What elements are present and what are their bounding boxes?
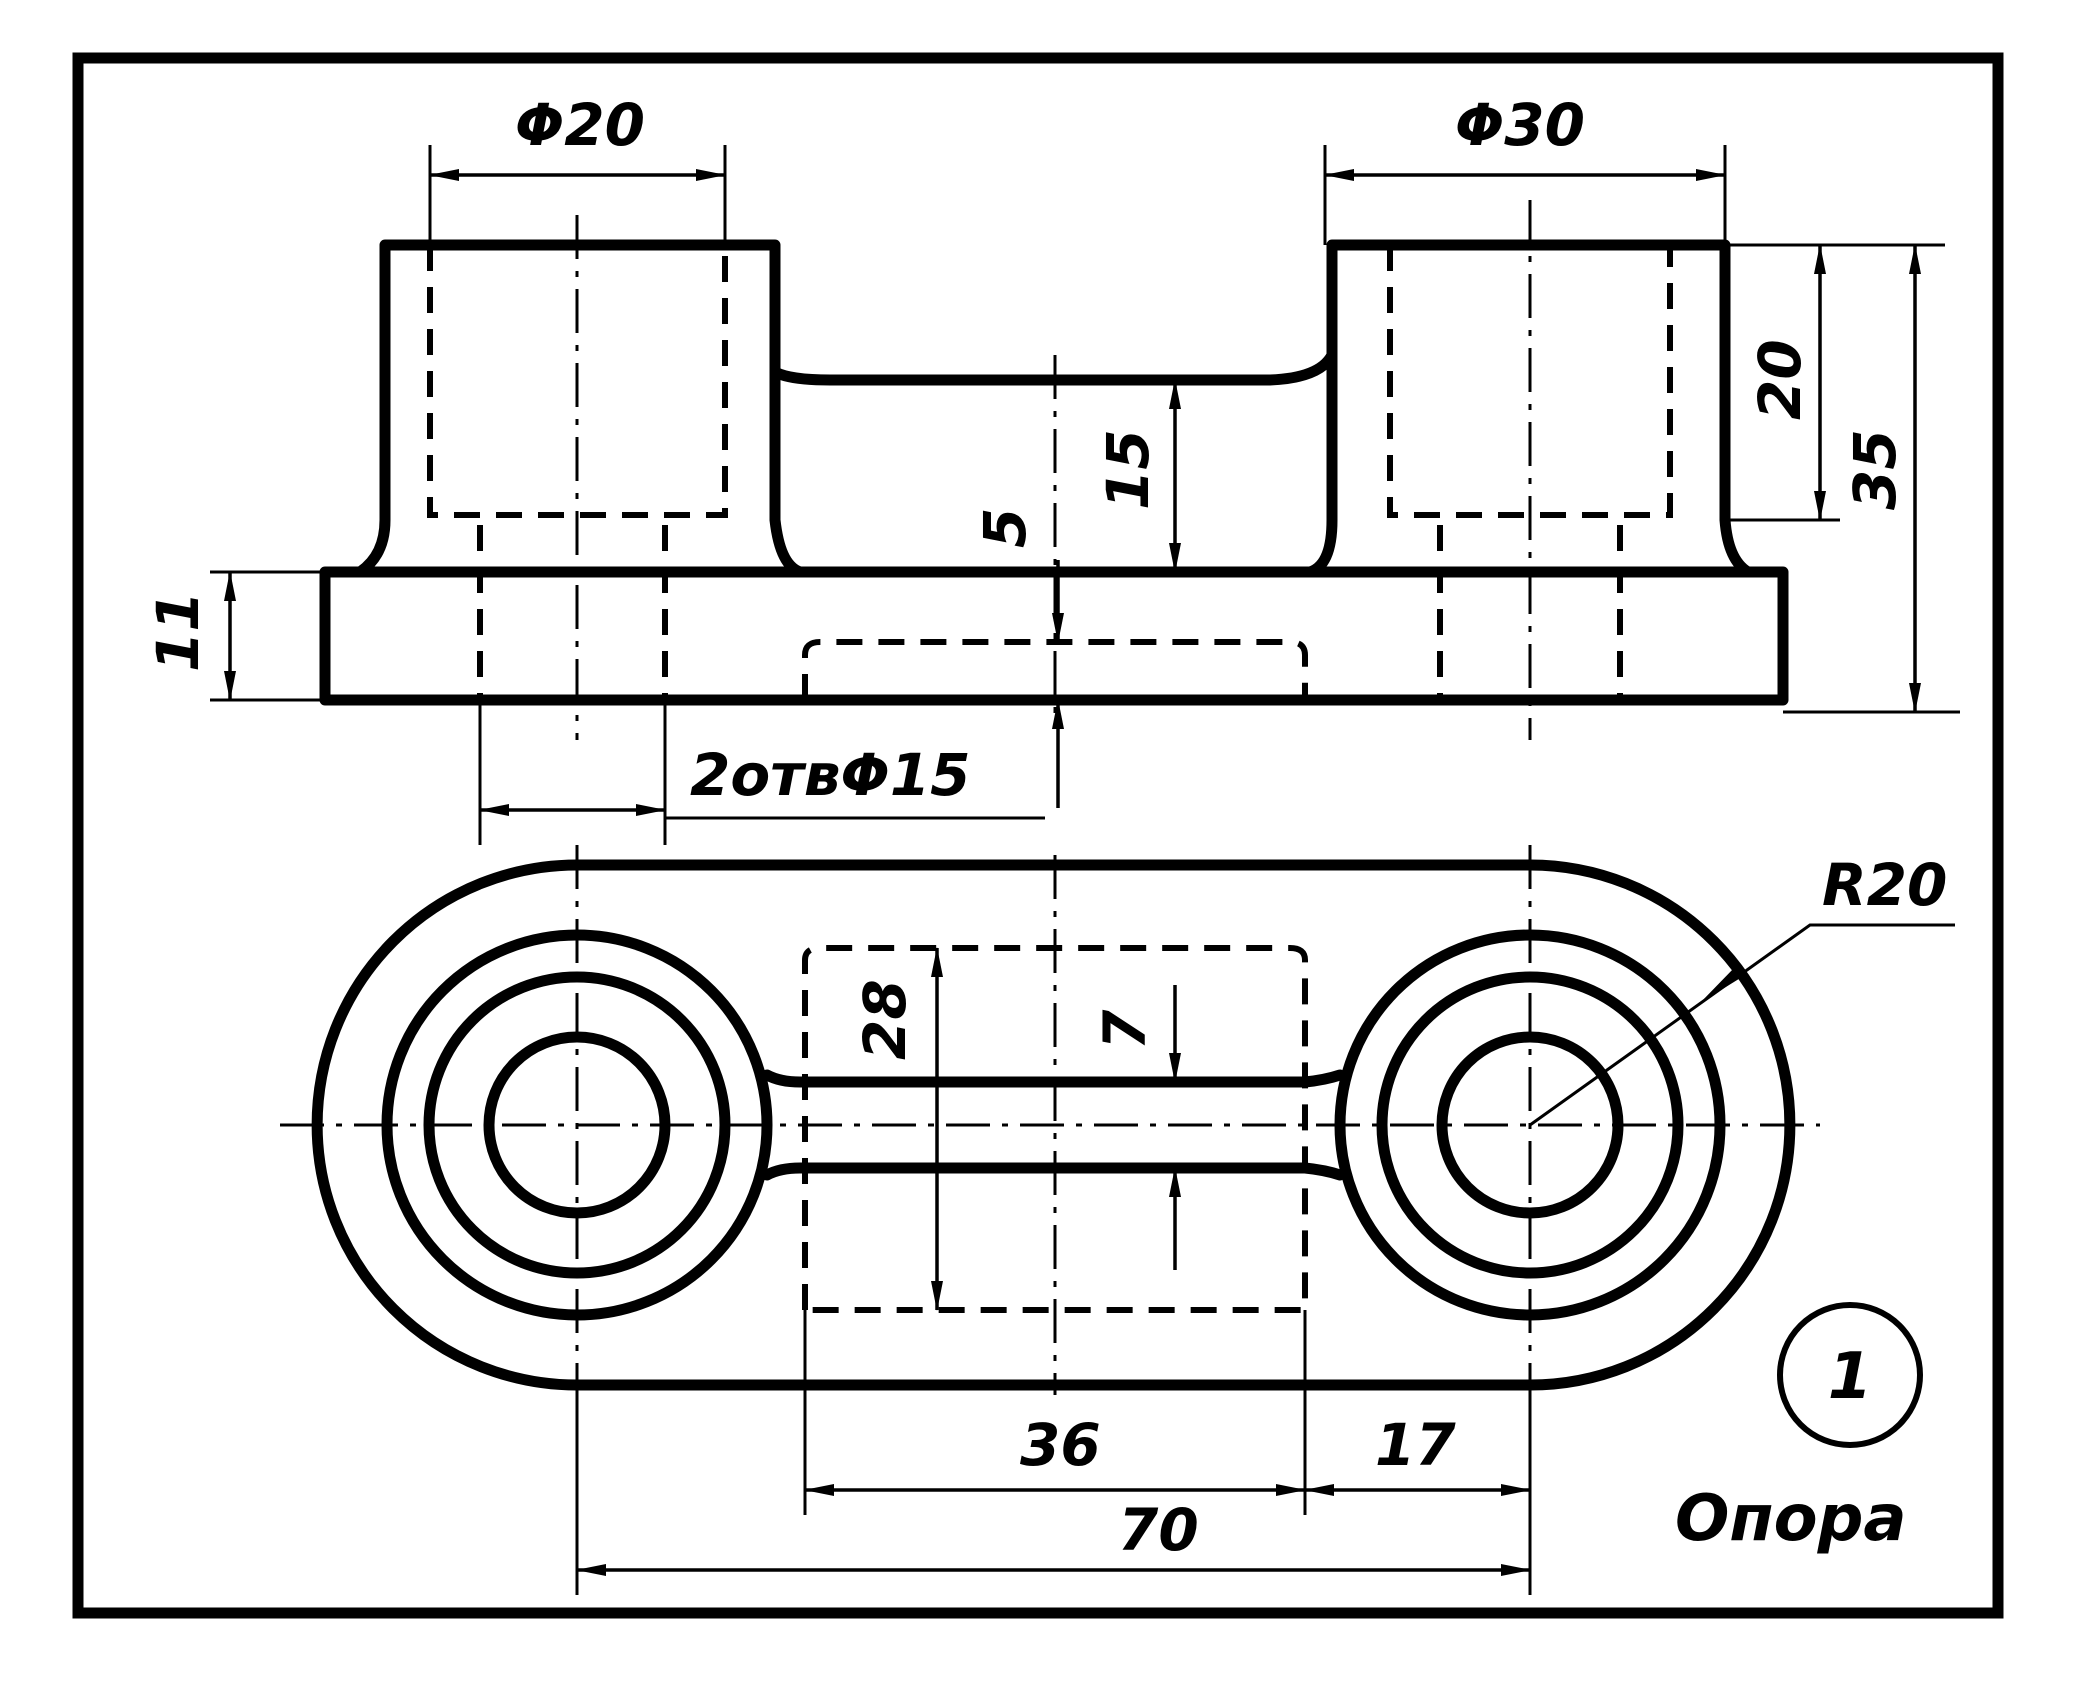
dim-text-15: 15	[1094, 429, 1162, 510]
top-view: 28 7 R20 36 17 70	[280, 845, 1955, 1595]
dim-text-36: 36	[1020, 1411, 1101, 1479]
left-bore-hidden	[427, 245, 728, 518]
part-number-circle	[1777, 1302, 1923, 1448]
dim-text-phi30: Φ30	[1455, 91, 1585, 159]
dim-text-35: 35	[1841, 429, 1909, 510]
radius-leader	[1529, 923, 1955, 1127]
dim-text-17: 17	[1375, 1411, 1456, 1479]
front-view-outline	[319, 566, 1789, 706]
rib-top	[761, 1069, 1346, 1088]
front-extension-lines	[210, 145, 1960, 845]
drawing-frame	[72, 52, 2004, 1619]
right-hole-hidden	[1437, 525, 1623, 700]
rib-outline	[769, 349, 1338, 386]
dim-text-r20: R20	[1822, 851, 1947, 919]
right-boss-outline	[1304, 239, 1754, 578]
dim-text-20: 20	[1746, 339, 1814, 420]
dim-text-70: 70	[1118, 1496, 1199, 1564]
part-number: 1	[1828, 1340, 1873, 1414]
part-name: Опора	[1675, 1482, 1907, 1556]
right-bore-hidden	[1387, 245, 1673, 518]
dim-text-phi20: Φ20	[515, 91, 645, 159]
dim-text-7: 7	[1091, 1009, 1159, 1050]
front-view: Φ20 Φ30 20 35 15 5 11 2отвΦ15	[144, 91, 1960, 845]
radius-arrow	[1700, 967, 1742, 1003]
left-hole-hidden	[477, 525, 668, 700]
slot-hidden-top-view	[802, 945, 1308, 1313]
dim-text-11: 11	[144, 591, 212, 672]
holes-note-text: 2отвΦ15	[690, 741, 971, 809]
rib-bottom	[761, 1162, 1346, 1181]
dim-text-5: 5	[971, 508, 1039, 548]
left-boss-outline	[354, 239, 806, 578]
dim-text-28: 28	[851, 979, 919, 1060]
